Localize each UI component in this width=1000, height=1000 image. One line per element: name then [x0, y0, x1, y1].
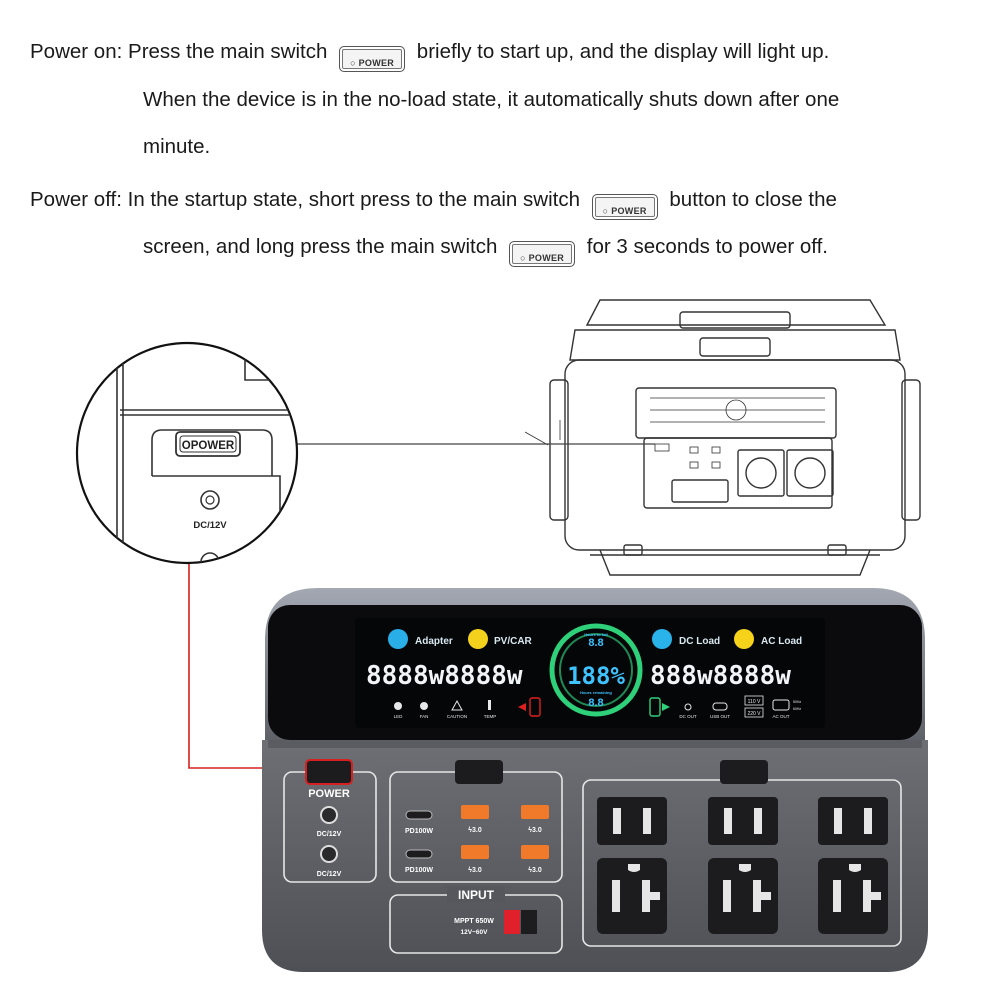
qc-label-1: ϟ3.0 — [468, 827, 482, 834]
volt-220: 220 V — [747, 711, 761, 717]
led-label: LED — [394, 714, 404, 719]
ac-load-icon — [734, 629, 754, 649]
pd-label-1: PD100W — [405, 828, 433, 835]
input-title: INPUT — [458, 888, 495, 902]
caution-label: CAUTION — [447, 714, 467, 719]
usb-c-port-1 — [406, 811, 432, 819]
adapter-label: Adapter — [415, 636, 453, 647]
ac-load-label: AC Load — [761, 636, 802, 647]
qc-label-3: ϟ3.0 — [468, 867, 482, 874]
fan-icon — [420, 702, 428, 710]
main-power-switch[interactable] — [306, 760, 352, 784]
mppt-line-1: MPPT 650W — [454, 918, 494, 925]
dc-port-1 — [321, 807, 337, 823]
adapter-icon — [388, 629, 408, 649]
volt-110: 110 V — [748, 699, 761, 705]
hz-50: 50Hz — [793, 700, 801, 704]
temp-label: TEMP — [484, 714, 497, 719]
hours-to-full-label: Hours to full — [584, 632, 608, 637]
qc-label-4: ϟ3.0 — [528, 867, 542, 874]
pv-car-icon — [468, 629, 488, 649]
pd-label-2: PD100W — [405, 867, 433, 874]
dc-port-1-label: DC/12V — [317, 831, 342, 838]
led-icon — [394, 702, 402, 710]
anderson-port-black — [521, 910, 537, 934]
hours-remaining-label: Hours remaining — [580, 690, 612, 695]
dc-port-2-label: DC/12V — [317, 871, 342, 878]
control-panel: Adapter PV/CAR DC Load AC Load 8888w8888… — [262, 588, 928, 972]
temp-icon — [488, 700, 491, 710]
mppt-line-2: 12V~60V — [461, 929, 489, 936]
power-label: POWER — [308, 788, 350, 800]
product-line-drawing — [550, 300, 920, 575]
dc-load-label: DC Load — [679, 636, 720, 647]
qc-label-2: ϟ3.0 — [528, 827, 542, 834]
lcd-display: Adapter PV/CAR DC Load AC Load 8888w8888… — [355, 618, 825, 728]
pv-car-label: PV/CAR — [494, 636, 533, 647]
dc-port-2 — [321, 846, 337, 862]
usb-a-port-2 — [521, 805, 549, 819]
battery-percent: 188% — [567, 662, 625, 690]
usb-out-label: USB OUT — [710, 714, 730, 719]
zoom-power-label: OPOWER — [182, 440, 235, 452]
output-watts-digits: 888w8888w — [650, 661, 791, 691]
hours-remaining-value: 8.8 — [588, 697, 603, 709]
hours-to-full-value: 8.8 — [588, 637, 603, 649]
usb-a-port-3 — [461, 845, 489, 859]
input-watts-digits: 8888w8888w — [366, 661, 523, 691]
fan-label: FAN — [420, 714, 429, 719]
ac-outlets — [597, 797, 888, 934]
ac-switch[interactable] — [720, 760, 768, 784]
usb-a-port-1 — [461, 805, 489, 819]
dc-load-icon — [652, 629, 672, 649]
hz-60: 60Hz — [793, 707, 801, 711]
dc-out-label: DC OUT — [679, 714, 696, 719]
usb-switch[interactable] — [455, 760, 503, 784]
zoom-callout: OPOWER DC/12V — [77, 340, 300, 571]
zoom-dc-label: DC/12V — [193, 520, 227, 531]
anderson-port-red — [504, 910, 520, 934]
usb-a-port-4 — [521, 845, 549, 859]
ac-out-label: AC OUT — [772, 714, 789, 719]
usb-c-port-2 — [406, 850, 432, 858]
